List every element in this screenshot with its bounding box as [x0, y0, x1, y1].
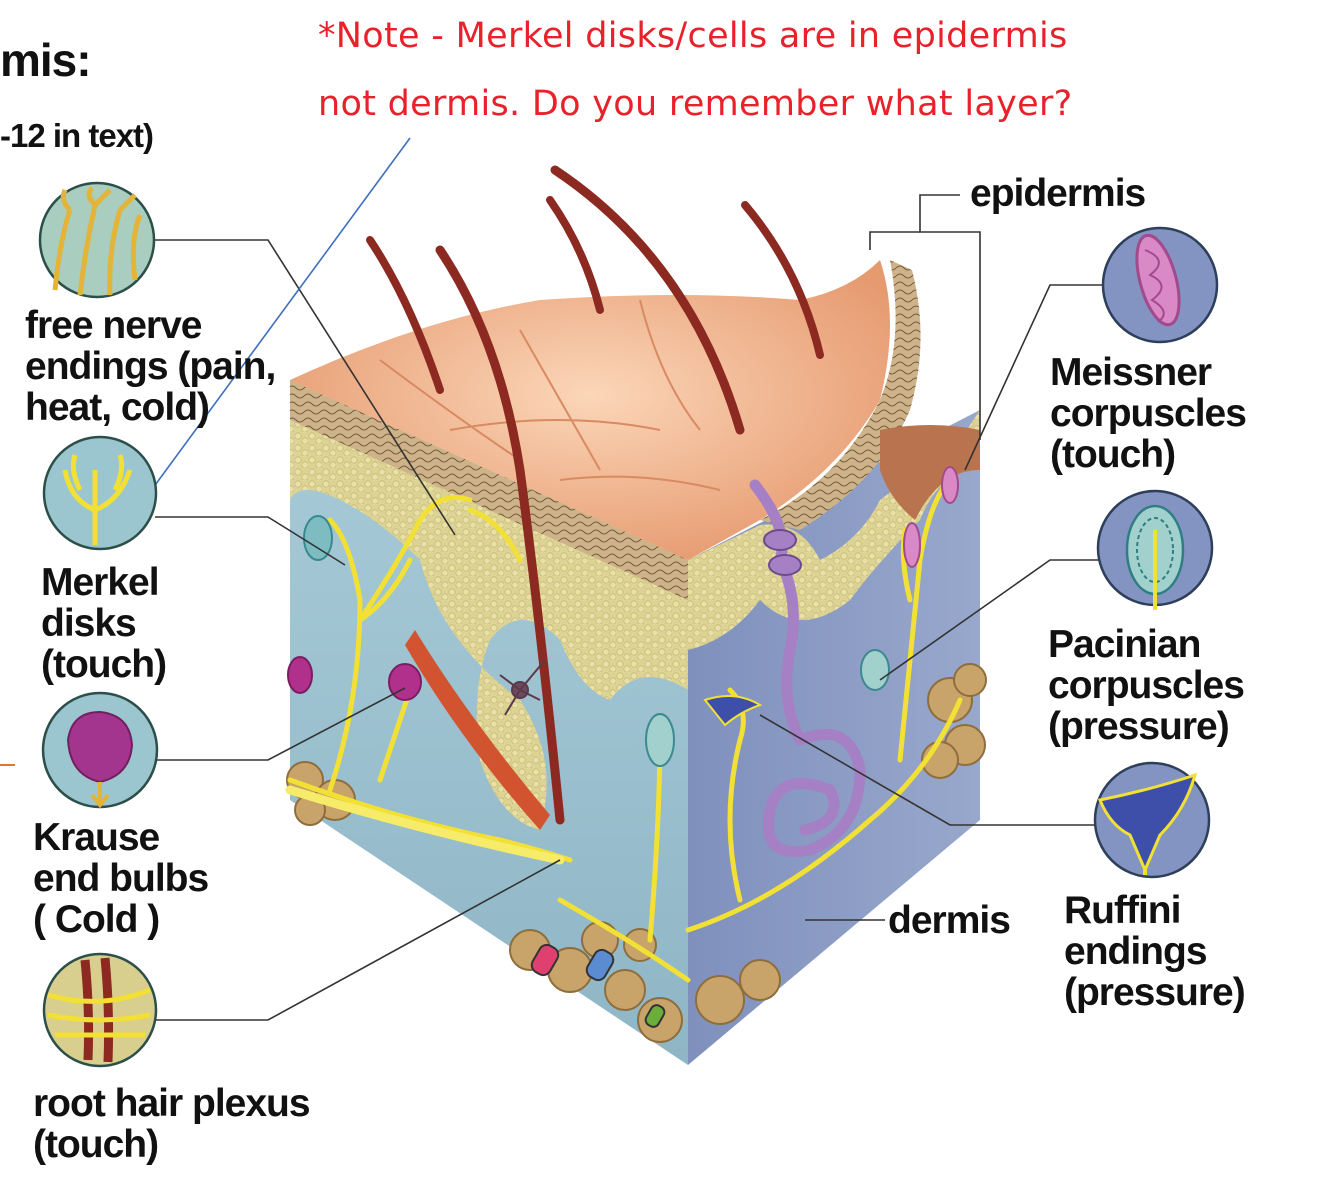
label-line: (touch)	[1050, 433, 1176, 476]
note-line: not dermis. Do you remember what layer?	[318, 84, 1073, 124]
label-line: ( Cold )	[33, 898, 160, 941]
label-line: endings	[1064, 930, 1208, 973]
label-line: (touch)	[41, 643, 167, 686]
label-meissner-corpuscles: Meissner corpuscles (touch)	[1050, 351, 1247, 476]
epidermis-surface	[290, 260, 890, 560]
sweat-gland	[749, 479, 866, 858]
label-line: disks	[41, 602, 137, 645]
label-merkel-disks: Merkel disks (touch)	[41, 561, 167, 686]
label-line: heat, cold)	[25, 386, 210, 429]
neuron-cell	[499, 659, 546, 716]
label-line: free nerve	[25, 304, 202, 347]
ruffini-ending-inset	[1093, 761, 1211, 879]
label-line: Pacinian	[1048, 623, 1201, 666]
label-line: Merkel	[41, 561, 160, 604]
label-epidermis: epidermis	[970, 172, 1146, 215]
leader-lines	[155, 194, 1105, 1021]
section-title-fragment: mis:	[0, 34, 92, 86]
label-line: (pressure)	[1064, 971, 1246, 1014]
label-line: Meissner	[1050, 351, 1212, 394]
meissner-corpuscle-inset	[1101, 226, 1219, 344]
note-line: *Note - Merkel disks/cells are in epider…	[318, 16, 1068, 56]
label-line: Ruffini	[1064, 889, 1181, 932]
label-krause-end-bulbs: Krause end bulbs ( Cold )	[33, 816, 209, 941]
label-line: (touch)	[33, 1123, 159, 1166]
merkel-disks-inset	[42, 435, 158, 551]
free-nerve-endings-inset	[38, 181, 156, 299]
nerve-fibers	[287, 477, 963, 983]
root-hair-plexus-inset	[42, 952, 158, 1068]
label-line: corpuscles	[1050, 392, 1247, 435]
label-line: endings (pain,	[25, 345, 276, 388]
label-ruffini-endings: Ruffini endings (pressure)	[1064, 889, 1246, 1014]
note-pointer-line	[149, 137, 411, 493]
label-pacinian-corpuscles: Pacinian corpuscles (pressure)	[1048, 623, 1245, 748]
front-face	[290, 380, 688, 1065]
block-receptors	[287, 466, 959, 767]
label-line: corpuscles	[1048, 664, 1245, 707]
merkel-note: *Note - Merkel disks/cells are in epider…	[318, 2, 1073, 138]
section-subtitle-fragment: -12 in text)	[0, 117, 154, 154]
label-line: root hair plexus	[33, 1082, 311, 1125]
arrector-pili-muscle	[405, 630, 550, 830]
hair-shafts	[366, 165, 824, 825]
label-line: (pressure)	[1048, 705, 1230, 748]
label-line: Krause	[33, 816, 160, 859]
krause-end-bulbs-inset	[41, 691, 159, 809]
label-dermis: dermis	[888, 899, 1011, 942]
label-root-hair-plexus: root hair plexus (touch)	[33, 1082, 311, 1166]
blood-vessels	[530, 943, 666, 1028]
pacinian-corpuscle-inset	[1096, 489, 1214, 610]
label-line: end bulbs	[33, 857, 209, 900]
label-free-nerve-endings: free nerve endings (pain, heat, cold)	[25, 304, 276, 429]
